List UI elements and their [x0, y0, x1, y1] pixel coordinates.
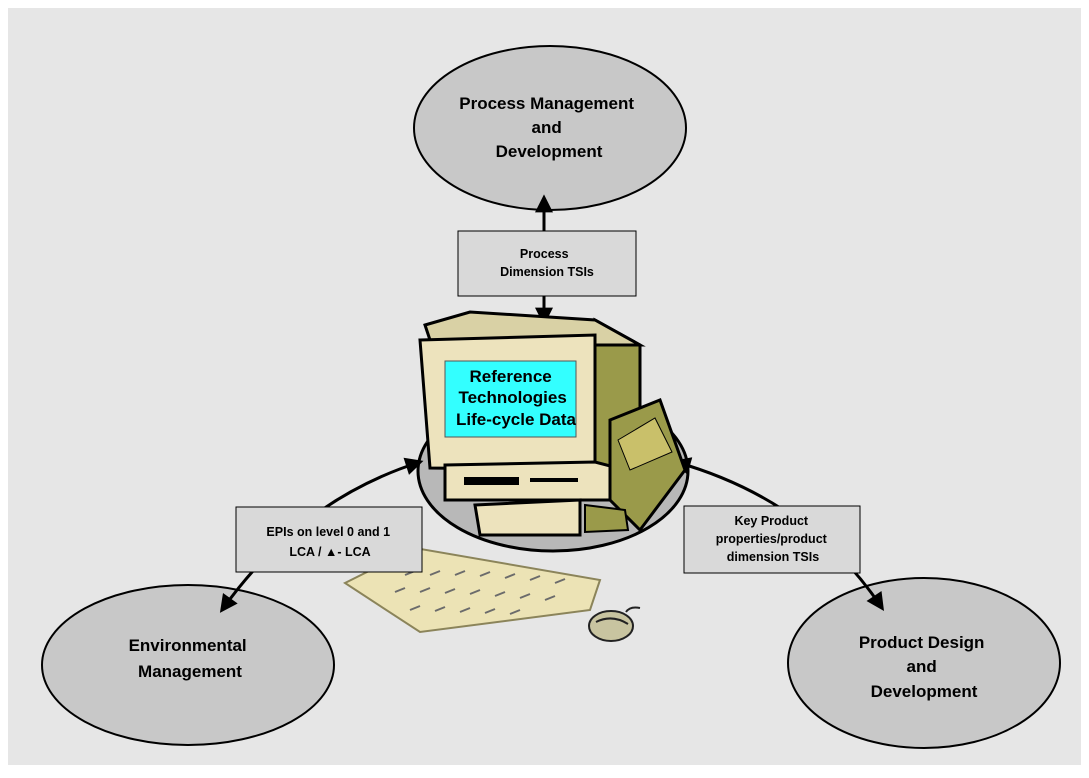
svg-text:EPIs on level 0 and 1 LC: EPIs on level 0 and 1 LCA / ▲- LCA	[266, 525, 393, 559]
svg-text:Reference Technologies: Reference Technologies Life-cycle Data	[456, 367, 577, 429]
node-environmental-line-2: Management	[138, 662, 242, 681]
center-line-3: Life-cycle Data	[456, 410, 577, 429]
computer-icon: Reference Technologies Life-cycle Data	[418, 310, 687, 537]
node-environmental-management: Environmental Management	[41, 584, 335, 746]
node-process-line-3: Development	[496, 142, 603, 161]
label-product-tsi-line-2: properties/product	[716, 532, 828, 546]
node-process-management: Process Management and Development	[413, 45, 687, 211]
node-process-line-2: and	[532, 118, 562, 137]
node-product-line-3: Development	[871, 682, 978, 701]
label-product-tsi-line-3: dimension TSIs	[727, 550, 819, 564]
node-environmental-line-1: Environmental	[129, 636, 247, 655]
center-line-1: Reference	[470, 367, 552, 386]
label-product-tsi: Key Product properties/product dimension…	[683, 505, 861, 574]
center-line-2: Technologies	[458, 388, 566, 407]
node-process-line-1: Process Management	[459, 94, 634, 113]
svg-text:Product Design and: Product Design and Development	[859, 633, 989, 701]
label-epi-line-2: LCA / ▲- LCA	[289, 545, 370, 559]
svg-text:Process Dimension TSIs: Process Dimension TSIs	[500, 247, 594, 279]
node-product-design: Product Design and Development	[787, 577, 1061, 749]
svg-text:Environmental Management: Environmental Management	[129, 636, 252, 681]
label-process-tsi-line-2: Dimension TSIs	[500, 265, 594, 279]
node-product-line-2: and	[907, 657, 937, 676]
svg-text:Process Management and: Process Management and Development	[459, 94, 639, 161]
node-product-line-1: Product Design	[859, 633, 985, 652]
monitor-screen	[444, 360, 577, 438]
mouse-icon	[588, 606, 641, 642]
label-epi: EPIs on level 0 and 1 LCA / ▲- LCA	[235, 506, 423, 573]
svg-text:Key Product properties/p: Key Product properties/product dimension…	[716, 514, 831, 564]
label-epi-line-1: EPIs on level 0 and 1	[266, 525, 390, 539]
label-process-tsi: Process Dimension TSIs	[457, 230, 637, 297]
label-process-tsi-line-1: Process	[520, 247, 569, 261]
label-product-tsi-line-1: Key Product	[734, 514, 808, 528]
